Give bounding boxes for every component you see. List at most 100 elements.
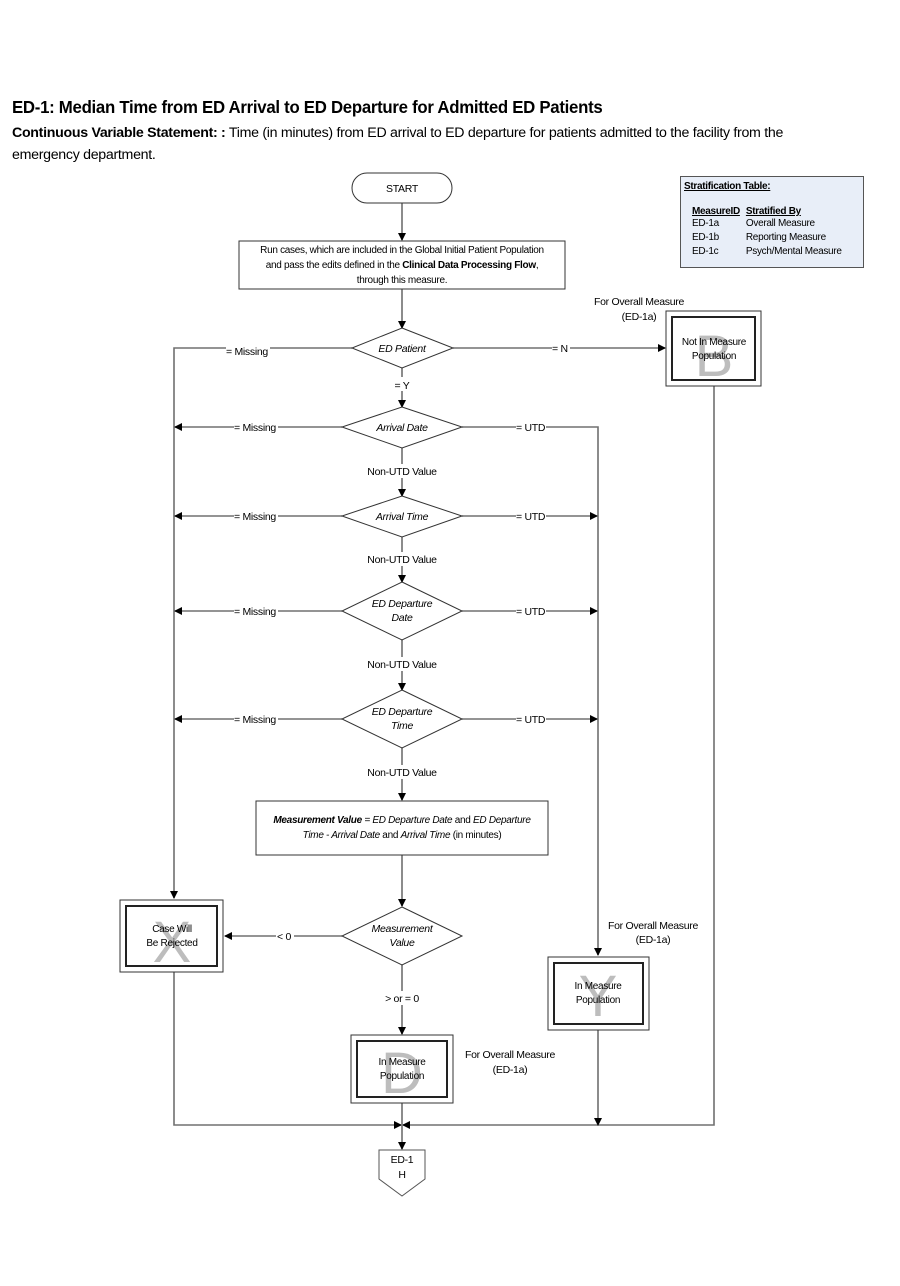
connector-line1: ED-1 <box>391 1154 414 1166</box>
label-bg <box>234 421 278 433</box>
cell: ED-1b <box>692 232 719 243</box>
table-row: ED-1c Psych/Mental Measure <box>692 245 848 259</box>
ed-departure-time-label-1: ED Departure <box>372 706 433 718</box>
col-measure-id: MeasureID <box>692 206 740 217</box>
outcome-b-line2: Population <box>692 351 736 362</box>
outcome-x-line1: Case Will <box>152 924 192 935</box>
outcome-b-note-1: For Overall Measure <box>594 296 684 308</box>
formula-part: = ED Departure Date <box>362 815 453 826</box>
start-label: START <box>386 183 419 195</box>
label-non-utd-1: Non-UTD Value <box>367 466 437 478</box>
outcome-d-line2: Population <box>380 1071 424 1082</box>
decision-ed-departure-date <box>340 581 464 641</box>
table-row: ED-1b Reporting Measure <box>692 231 848 245</box>
label-utd-arrival-date: = UTD <box>516 422 546 434</box>
label-missing-arrival-date: = Missing <box>234 422 276 434</box>
formula-part: ED Departure <box>473 815 531 826</box>
statement-text: Time (in minutes) from ED arrival to ED … <box>12 125 784 163</box>
ed-departure-date-label-2: Date <box>392 612 413 624</box>
stratification-title: Stratification Table: <box>684 181 771 192</box>
stratification-grid: MeasureID Stratified By ED-1a Overall Me… <box>692 206 848 259</box>
run-cases-box <box>238 240 566 290</box>
stratification-table: Stratification Table: MeasureID Stratifi… <box>680 176 864 268</box>
clinical-data-flow-ref: Clinical Data Processing Flow <box>402 260 536 271</box>
edge-utd-trunk <box>462 426 602 956</box>
label-non-utd-2: Non-UTD Value <box>367 554 437 566</box>
measurement-formula-line1: Measurement Value = ED Departure Date an… <box>273 815 531 826</box>
measurement-value-box <box>255 800 549 856</box>
edge-b-merge <box>402 386 715 1129</box>
label-missing-edpatient: = Missing <box>226 346 268 358</box>
label-bg <box>226 343 270 355</box>
outcome-d-note-2: (ED-1a) <box>493 1064 528 1076</box>
run-cases-line1: Run cases, which are included in the Glo… <box>260 245 544 256</box>
label-bg <box>382 991 422 1005</box>
outcome-x-letter: X <box>153 910 192 975</box>
outcome-y: Y In Measure Population For Overall Meas… <box>547 920 699 1031</box>
measurement-value-label-1: Measurement <box>372 923 434 935</box>
label-bg <box>364 657 440 671</box>
page-title: ED-1: Median Time from ED Arrival to ED … <box>12 97 603 117</box>
outcome-d-note-1: For Overall Measure <box>465 1049 555 1061</box>
outcome-y-note-2: (ED-1a) <box>636 934 671 946</box>
run-cases-line2: and pass the edits defined in the Clinic… <box>266 260 539 271</box>
formula-part: Time - Arrival Date <box>303 830 381 841</box>
label-equals-n: = N <box>552 343 568 355</box>
outcome-x: X Case Will Be Rejected <box>119 899 224 975</box>
outcome-b-note-2: (ED-1a) <box>622 311 657 323</box>
label-bg <box>364 464 440 478</box>
cell: Overall Measure <box>745 218 815 229</box>
label-non-utd-4: Non-UTD Value <box>367 767 437 779</box>
outcome-b-line1: Not In Measure <box>682 337 747 348</box>
label-missing-dep-time: = Missing <box>234 714 276 726</box>
run-cases-line2-pre: and pass the edits defined in the <box>266 260 403 271</box>
formula-part: and <box>380 830 401 841</box>
arrival-time-label: Arrival Time <box>375 511 429 523</box>
formula-part: (in minutes) <box>450 830 501 841</box>
run-cases-line3: through this measure. <box>357 275 447 286</box>
outcome-d-letter: D <box>381 1041 423 1106</box>
formula-part: and <box>452 815 473 826</box>
label-non-utd-3: Non-UTD Value <box>367 659 437 671</box>
label-utd-dep-time: = UTD <box>516 714 546 726</box>
edge-x-merge <box>173 972 402 1129</box>
ed-departure-date-label-1: ED Departure <box>372 598 433 610</box>
label-equals-y: = Y <box>395 380 410 392</box>
label-bg <box>516 713 546 725</box>
formula-term: Measurement Value <box>273 815 362 826</box>
label-utd-dep-date: = UTD <box>516 606 546 618</box>
cell: ED-1a <box>692 218 719 229</box>
edge-labels: = Missing = N = Y = Missing = UTD Non-UT… <box>226 342 570 1005</box>
label-missing-dep-date: = Missing <box>234 606 276 618</box>
decision-arrival-time <box>340 495 464 538</box>
label-bg <box>234 510 278 522</box>
offpage-connector-ed1-h[interactable] <box>378 1149 426 1197</box>
outcome-d: D In Measure Population For Overall Meas… <box>350 1034 556 1106</box>
label-bg <box>392 377 412 391</box>
label-bg <box>276 930 294 942</box>
start-terminator <box>351 172 453 204</box>
decision-ed-departure-time <box>340 689 464 749</box>
table-row: ED-1a Overall Measure <box>692 217 848 231</box>
outcome-d-line1: In Measure <box>378 1057 426 1068</box>
outcome-y-letter: Y <box>579 964 618 1029</box>
label-bg <box>364 552 440 566</box>
label-bg <box>234 713 278 725</box>
label-bg <box>234 605 278 617</box>
outcome-b-letter: B <box>695 324 734 389</box>
decision-shapes <box>340 327 464 966</box>
col-stratified-by: Stratified By <box>745 206 801 217</box>
arrival-date-label: Arrival Date <box>375 422 428 434</box>
decision-measurement-value <box>340 906 464 966</box>
label-gte-zero: > or = 0 <box>385 993 419 1005</box>
statement-label: Continuous Variable Statement: : <box>12 125 226 141</box>
label-less-than-zero: < 0 <box>277 931 291 943</box>
connector-line2: H <box>398 1169 405 1181</box>
cell: Reporting Measure <box>745 232 826 243</box>
formula-part: Arrival Time <box>400 830 451 841</box>
decision-arrival-date <box>340 406 464 449</box>
label-bg <box>364 765 440 779</box>
label-bg <box>516 421 546 433</box>
ed-patient-label: ED Patient <box>378 343 427 355</box>
